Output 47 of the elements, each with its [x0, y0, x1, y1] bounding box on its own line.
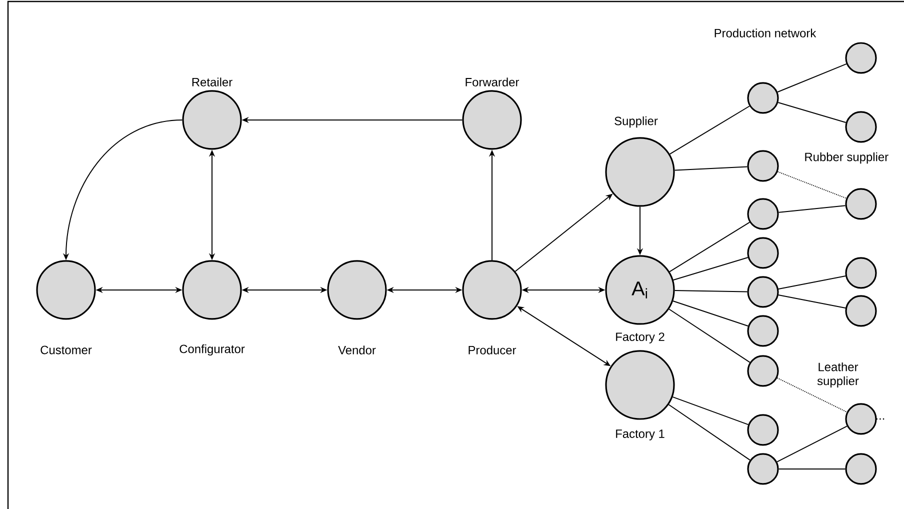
node-label: Producer	[468, 346, 516, 354]
connector-line	[669, 222, 750, 272]
network-circle	[747, 315, 779, 347]
network-circle	[747, 276, 779, 308]
node-label: Customer	[40, 346, 92, 354]
connector-line	[778, 205, 846, 213]
connector-line	[776, 377, 848, 412]
network-circle	[747, 150, 779, 182]
text-label: ...	[876, 418, 884, 420]
connector-line	[668, 308, 750, 363]
connector-line	[672, 257, 748, 280]
node-label: Factory 1	[616, 430, 664, 440]
network-circle	[845, 403, 877, 435]
connector-line	[778, 276, 846, 290]
connector-line	[776, 426, 848, 462]
connector-line	[669, 106, 750, 155]
connector-line	[778, 294, 846, 308]
network-circle	[845, 257, 877, 289]
node-label: Supplier	[614, 116, 658, 128]
network-circle	[845, 42, 877, 74]
network-circle	[845, 453, 877, 485]
network-circle	[845, 295, 877, 327]
network-circle	[747, 237, 779, 269]
text-label: Rubber supplier	[805, 152, 888, 164]
connector-line	[672, 300, 749, 326]
network-circle	[747, 82, 779, 114]
node-label: Forwarder	[466, 78, 520, 86]
network-circle	[747, 453, 779, 485]
network-circle	[747, 355, 779, 387]
connector-line	[778, 468, 846, 470]
network-circle	[845, 111, 877, 143]
node-label: Configurator	[180, 344, 245, 356]
connector-line	[674, 166, 748, 171]
node-label: Retailer	[192, 78, 232, 86]
connector-line	[777, 63, 847, 93]
node-label: Vendor	[338, 346, 376, 354]
connector-line	[672, 396, 749, 426]
text-label: Production network	[714, 28, 816, 38]
node-label: A$_{i}$ Factory 2	[616, 282, 664, 344]
connector-line	[778, 102, 846, 123]
text-label: Leather supplier	[817, 362, 859, 388]
network-circle	[747, 198, 779, 230]
connector-line	[668, 404, 750, 461]
network-circle	[747, 414, 779, 446]
connector-line	[674, 290, 748, 292]
network-circle	[845, 188, 877, 220]
connector-line	[777, 171, 847, 199]
